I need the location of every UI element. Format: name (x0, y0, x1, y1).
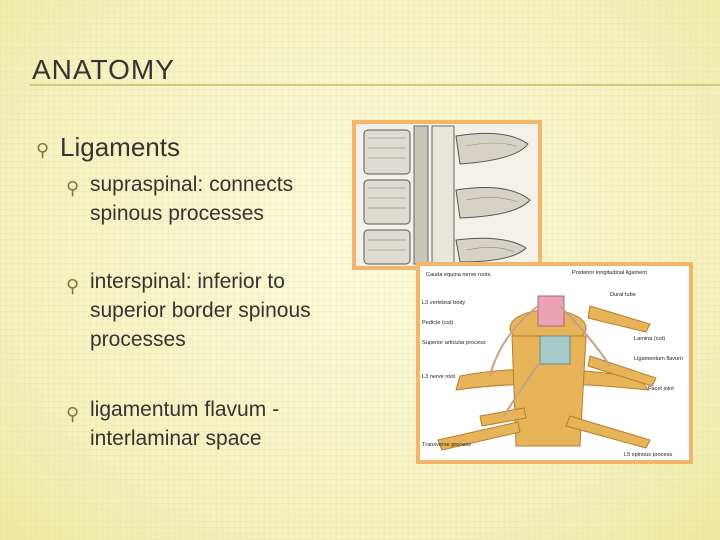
label-pedicle: Pedicle (cut) (422, 320, 453, 326)
label-l5-spinous: L5 spinous process (624, 452, 672, 458)
label-superior-articular: Superior articular process (422, 340, 486, 346)
label-posterior-longitudinal: Posterior longitudinal ligament (572, 270, 647, 276)
label-cauda-equina: Cauda equina nerve roots (426, 272, 491, 278)
label-lamina: Lamina (cut) (634, 336, 665, 342)
title-underline (30, 84, 720, 86)
label-l3-vertebral-body: L3 vertebral body (422, 300, 465, 306)
label-dural-tube: Dural tube (610, 292, 636, 298)
bullet-interspinal: interspinal: inferior to superior border… (90, 270, 311, 351)
bullet-supraspinal: supraspinal: connects spinous processes (90, 173, 294, 225)
label-l3-nerve-root: L3 nerve root (422, 374, 455, 380)
label-facet-joint: Facet joint (648, 386, 674, 392)
label-transverse-process: Transverse process (422, 442, 471, 448)
bullet-icon: ⚲ (66, 404, 80, 424)
bullet-icon: ⚲ (36, 140, 50, 160)
bullet-icon: ⚲ (66, 276, 80, 296)
bullet-ligamentum-flavum: ligamentum flavum - interlaminar space (90, 398, 280, 450)
lumbar-anatomy-image: Cauda equina nerve roots Posterior longi… (416, 262, 693, 464)
slide-title: ANATOMY (32, 54, 175, 85)
bullet-icon: ⚲ (66, 178, 80, 198)
spine-sagittal-image (352, 120, 542, 270)
label-ligamentum-flavum: Ligamentum flavum (634, 356, 683, 362)
bullet-ligaments: Ligaments (60, 132, 180, 162)
